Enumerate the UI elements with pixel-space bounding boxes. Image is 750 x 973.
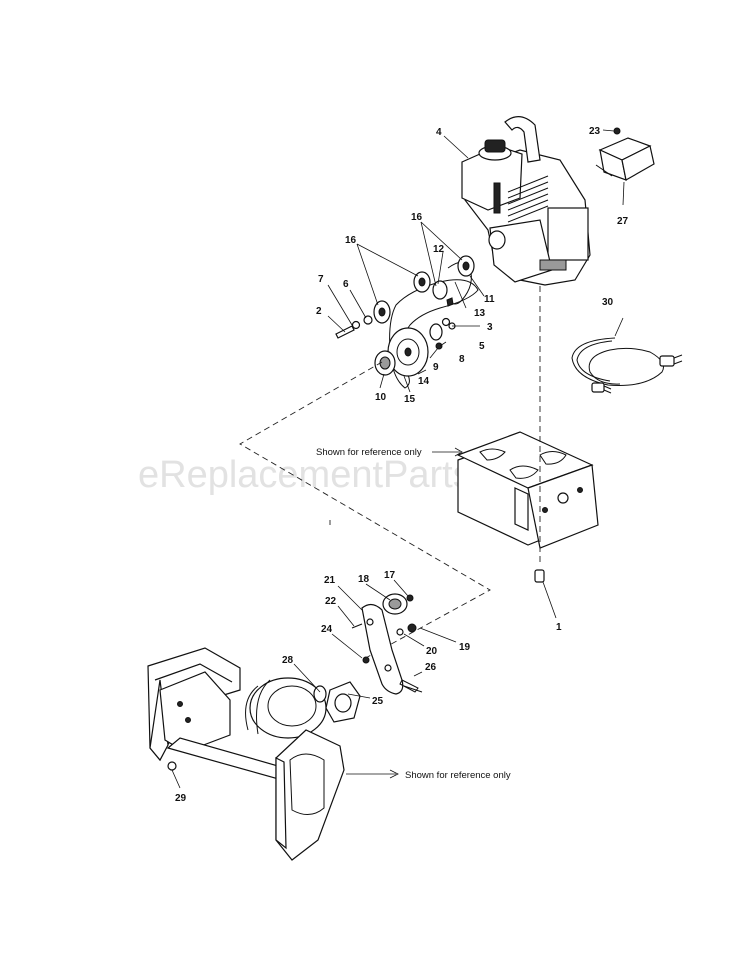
callout-15: 15 (404, 394, 416, 405)
callout-22: 22 (325, 596, 337, 607)
grease-fitting (534, 569, 557, 619)
callout-23: 23 (589, 126, 601, 137)
callout-12: 12 (433, 244, 445, 255)
auger-housing (147, 647, 399, 861)
callout-30: 30 (602, 297, 614, 308)
callout-25: 25 (372, 696, 384, 707)
callout-16-upper: 16 (411, 212, 423, 223)
callout-28: 28 (282, 655, 294, 666)
callout-10: 10 (375, 392, 387, 403)
callout-19: 19 (459, 642, 471, 653)
leader-lines (293, 135, 625, 699)
callout-18: 18 (358, 574, 370, 585)
callout-17: 17 (384, 570, 396, 581)
pulleys (335, 255, 475, 377)
callout-20: 20 (426, 646, 438, 657)
callout-13: 13 (474, 308, 486, 319)
callout-26: 26 (425, 662, 437, 673)
callout-1: 1 (556, 622, 562, 633)
callout-16-lower: 16 (345, 235, 357, 246)
callout-14: 14 (418, 376, 430, 387)
housing-reference-note: Shown for reference only (316, 447, 422, 458)
callout-3: 3 (487, 322, 493, 333)
callout-7: 7 (318, 274, 324, 285)
auger-reference-note: Shown for reference only (405, 770, 511, 781)
frame-housing (432, 431, 599, 549)
callout-6: 6 (343, 279, 349, 290)
callout-9: 9 (433, 362, 439, 373)
auger-drive-plate (351, 593, 423, 695)
callout-numbers: 4 23 27 16 16 12 11 13 7 6 2 3 5 8 9 14 … (175, 126, 629, 804)
callout-11: 11 (484, 294, 495, 305)
callout-4: 4 (436, 127, 442, 138)
power-cord (571, 337, 683, 394)
callout-2: 2 (316, 306, 322, 317)
callout-29: 29 (175, 793, 187, 804)
callout-27: 27 (617, 216, 629, 227)
callout-24: 24 (321, 624, 333, 635)
callout-5: 5 (479, 341, 485, 352)
engine (461, 116, 591, 286)
bracket (595, 127, 655, 181)
callout-21: 21 (324, 575, 336, 586)
callout-8: 8 (459, 354, 465, 365)
